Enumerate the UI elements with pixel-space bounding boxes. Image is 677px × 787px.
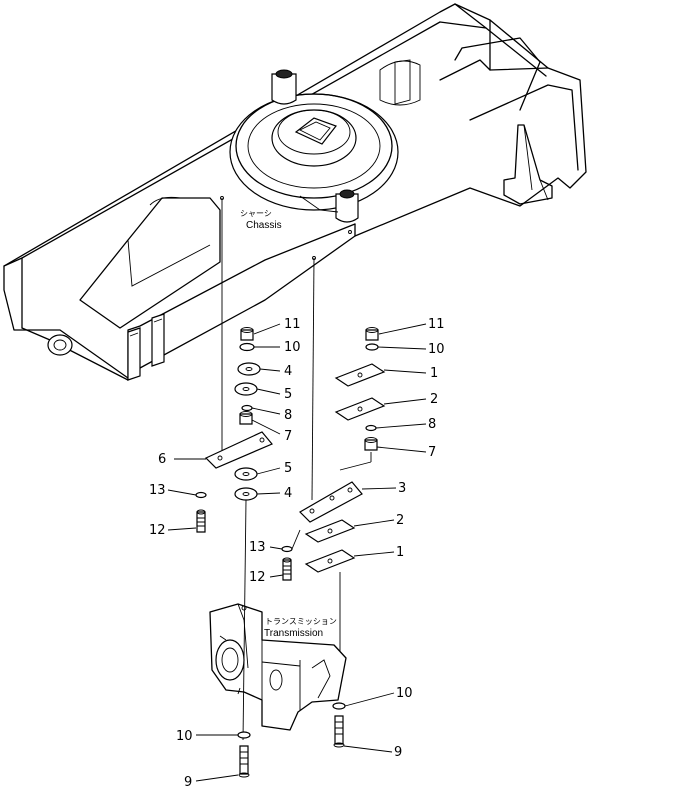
callout-5: 5 — [284, 461, 292, 476]
callout-10: 10 — [176, 729, 193, 744]
chassis-label-jp: シャーシ — [240, 209, 272, 218]
bottom-hardware — [237, 702, 346, 778]
transmission-label-en: Transmission — [264, 628, 323, 639]
callout-3: 3 — [398, 481, 406, 496]
callout-7: 7 — [428, 445, 436, 460]
callout-4: 4 — [284, 364, 292, 379]
hole-marker — [348, 230, 352, 234]
callout-11: 11 — [284, 317, 301, 332]
callout-8: 8 — [284, 408, 292, 423]
callout-10: 10 — [396, 686, 413, 701]
callout-2: 2 — [430, 392, 438, 407]
turntable — [229, 69, 399, 223]
callout-1: 1 — [430, 366, 438, 381]
callout-1: 1 — [396, 545, 404, 560]
callout-10: 10 — [284, 340, 301, 355]
chassis-frame — [3, 3, 587, 381]
callout-9: 9 — [394, 745, 402, 760]
callout-8: 8 — [428, 417, 436, 432]
callout-13: 13 — [249, 540, 266, 555]
callout-numbers: 11 10 4 5 8 7 6 5 4 13 12 11 10 1 2 8 7 … — [149, 317, 445, 787]
callout-10: 10 — [428, 342, 445, 357]
callout-5: 5 — [284, 387, 292, 402]
transmission-label-jp: トランスミッション — [265, 617, 337, 626]
callout-7: 7 — [284, 429, 292, 444]
callout-11: 11 — [428, 317, 445, 332]
right-mount-stack — [281, 257, 386, 652]
callout-12: 12 — [149, 523, 166, 538]
callout-13: 13 — [149, 483, 166, 498]
callout-12: 12 — [249, 570, 266, 585]
callout-leaders — [167, 323, 427, 782]
callout-4: 4 — [284, 486, 292, 501]
transmission-housing — [209, 603, 347, 731]
chassis-label-en: Chassis — [246, 220, 282, 231]
callout-6: 6 — [158, 452, 166, 467]
callout-9: 9 — [184, 775, 192, 787]
callout-2: 2 — [396, 513, 404, 528]
